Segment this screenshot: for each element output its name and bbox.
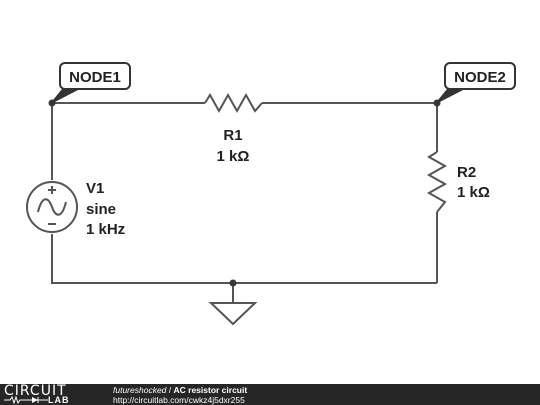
footer-title-line: futureshocked / AC resistor circuit	[113, 385, 247, 395]
title-separator: /	[166, 385, 174, 395]
footer-bar: CIRCUIT LAB futureshocked / AC resistor …	[0, 383, 540, 405]
resistor-r2[interactable]	[426, 151, 448, 213]
ground-icon[interactable]	[208, 302, 258, 326]
circuit-schematic: NODE1 NODE2 R1 1 kΩ R2 1 kΩ V1 sine 1 kH…	[26, 62, 516, 326]
logo-bottom-text: LAB	[48, 395, 70, 405]
logo-wave-icon	[4, 396, 48, 404]
r1-name: R1	[223, 127, 242, 144]
wire-left-lower[interactable]	[51, 234, 437, 284]
node2-label[interactable]: NODE2	[434, 62, 516, 105]
v1-name: V1	[86, 180, 104, 197]
circuit-url[interactable]: http://circuitlab.com/cwkz4j5dxr255	[113, 395, 245, 405]
node1-label-text: NODE1	[69, 69, 121, 86]
ground-junction	[229, 279, 237, 287]
resistor-r1[interactable]	[204, 92, 263, 114]
voltage-source-v1[interactable]	[26, 181, 78, 233]
v1-frequency: 1 kHz	[86, 221, 125, 238]
logo-top-text: CIRCUIT	[4, 383, 67, 399]
circuitlab-logo[interactable]: CIRCUIT LAB	[4, 383, 94, 405]
v1-type: sine	[86, 201, 116, 218]
r1-value: 1 kΩ	[217, 148, 250, 165]
footer-info: futureshocked / AC resistor circuit http…	[113, 385, 247, 405]
circuit-title[interactable]: AC resistor circuit	[173, 385, 248, 395]
node2-label-text: NODE2	[454, 69, 506, 86]
author-link[interactable]: futureshocked	[113, 385, 167, 395]
sine-wave-icon	[37, 198, 67, 216]
r2-name: R2	[457, 164, 476, 181]
r2-value: 1 kΩ	[457, 184, 490, 201]
node1-label[interactable]: NODE1	[49, 62, 131, 105]
